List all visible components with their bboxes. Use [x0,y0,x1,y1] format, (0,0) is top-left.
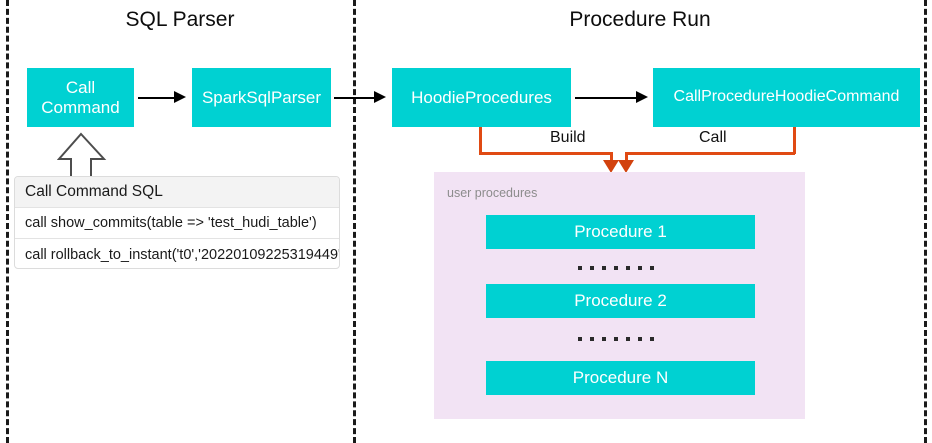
ellipsis-separator-1 [578,266,654,270]
box-spark-sql-parser[interactable]: SparkSqlParser [192,68,331,127]
section-title-procedure-run: Procedure Run [569,8,711,31]
arrow-call-to-parser-line [138,97,176,99]
arrow-parser-to-procedures-line [334,97,376,99]
divider-left-edge [6,0,9,443]
box-call-procedure-hoodie-command[interactable]: CallProcedureHoodieCommand [653,68,920,127]
build-bracket-drop [610,152,613,164]
call-bracket-vertical [793,127,796,154]
build-bracket-horizontal [479,152,613,155]
call-arrow-head [618,160,634,173]
call-command-sql-table: Call Command SQL call show_commits(table… [14,176,340,269]
procedure-box-n[interactable]: Procedure N [486,361,755,395]
sql-table-header: Call Command SQL [15,177,339,208]
box-hoodie-procedures[interactable]: HoodieProcedures [392,68,571,127]
divider-center [353,0,356,443]
divider-right-edge [924,0,927,443]
connector-label-build: Build [545,129,591,147]
arrow-procedures-to-command-line [575,97,638,99]
procedure-box-1[interactable]: Procedure 1 [486,215,755,249]
box-call-command[interactable]: Call Command [27,68,134,127]
user-procedures-caption: user procedures [447,186,538,200]
call-bracket-drop [625,152,628,164]
arrow-procedures-to-command-head [636,91,648,103]
sql-table-row-0: call show_commits(table => 'test_hudi_ta… [15,208,339,239]
connector-label-call: Call [694,129,732,147]
section-title-sql-parser: SQL Parser [125,8,235,31]
hollow-up-arrow-icon [57,132,107,179]
sql-table-row-1: call rollback_to_instant('t0','202201092… [25,246,340,263]
build-arrow-head [603,160,619,173]
ellipsis-separator-2 [578,337,654,341]
build-bracket-vertical [479,127,482,154]
arrow-parser-to-procedures-head [374,91,386,103]
arrow-call-to-parser-head [174,91,186,103]
procedure-box-2[interactable]: Procedure 2 [486,284,755,318]
call-bracket-horizontal [625,152,795,155]
